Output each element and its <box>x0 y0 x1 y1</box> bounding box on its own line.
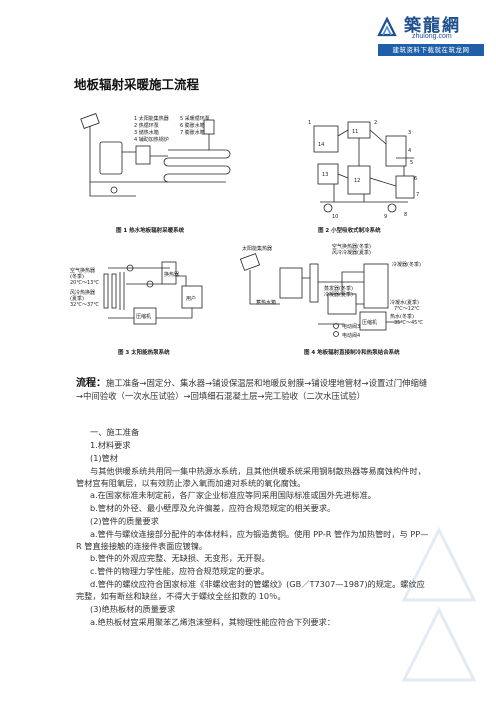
subsection-heading: (2)管件的质量要求 <box>90 516 159 526</box>
paragraph: b.管材的外径、最小壁厚及允许偏差，应符合规范规定的相关要求。 <box>90 503 336 513</box>
fig4-label-chilled-temp: 7℃～12℃ <box>394 306 420 312</box>
fig2-label-13: 13 <box>322 172 328 178</box>
fig2-label-9: 9 <box>384 214 387 220</box>
watermark-icon <box>401 526 477 682</box>
fig1-legend-2: 2 热循环泵 <box>134 122 159 129</box>
site-logo[interactable]: 築龍網 zhulong.com 建筑资料下载就在筑龙网 <box>374 6 486 62</box>
paragraph: a.绝热板材宜采用聚苯乙烯泡沫塑料，其物理性能应符合下列要求： <box>90 617 336 627</box>
fig4-label-hot-temp: 35℃～45℃ <box>394 320 423 326</box>
fig3-label-winter: (冬季) <box>70 273 84 280</box>
fig3-label-user: 用户 <box>186 295 196 302</box>
paragraph: b.管件的外观应完整、无缺损、无变形，无开裂。 <box>90 553 270 563</box>
fig3-label-temp-summer: 32℃～37℃ <box>70 302 99 308</box>
process-flow: 流程：施工准备→固定分、集水器→铺设保温层和地暖反射膜→铺设埋地管材→设置过门伸… <box>76 377 428 402</box>
fig3-label-temp-winter: 20℃～13℃ <box>70 280 99 286</box>
section-heading: 一、施工准备 <box>90 427 140 437</box>
figure-4-caption: 图 4 地板辐射直接制冷和热泵结合系统 <box>304 350 400 356</box>
fig2-label-7: 7 <box>416 192 419 198</box>
figure-3-diagram: 空气换热器 (冬季) 20℃～13℃ 风冷热换器 (夏季) 32℃～37℃ 压缩… <box>70 261 203 325</box>
fig2-label-2: 2 <box>374 120 377 126</box>
fig2-label-14: 14 <box>318 142 324 148</box>
fig4-label-hot-water: 热水(冬季) <box>390 313 414 320</box>
flow-text: 施工准备→固定分、集水器→铺设保温层和地暖反射膜→铺设埋地管材→设置过门伸缩缝→… <box>76 378 428 401</box>
fig4-label-chilled-water: 冷凝水(夏季) <box>390 299 419 306</box>
fig1-legend-1: 1 太阳能集热器 <box>134 115 169 122</box>
subsection-heading: (1)管材 <box>90 453 118 463</box>
flow-lead: 流程： <box>76 378 106 389</box>
paragraph: a.在国家标准未制定前，各厂家企业标准应等同采用国际标准或国外先进标准。 <box>90 490 376 500</box>
fig2-label-12: 12 <box>354 178 360 184</box>
fig2-label-8: 8 <box>404 212 407 218</box>
figure-1-diagram: 1 太阳能集热器 2 热循环泵 3 储热水箱 4 辅助加热锅炉 5 采暖循环泵 … <box>80 113 231 197</box>
fig2-label-6: 6 <box>414 176 417 182</box>
building-icon <box>377 16 397 37</box>
fig2-label-1: 1 <box>308 120 311 126</box>
page-title: 地板辐射采暖施工流程 <box>74 77 200 92</box>
fig3-label-air-hx: 空气换热器 <box>70 267 95 274</box>
fig4-label-compressor: 压缩机 <box>362 319 377 326</box>
fig1-legend-3: 3 储热水箱 <box>134 129 159 136</box>
figure-1: 1 太阳能集热器 2 热循环泵 3 储热水箱 4 辅助加热锅炉 5 采暖循环泵 … <box>76 112 244 224</box>
fig4-label-tank: 蓄热水箱 <box>256 299 276 306</box>
paragraph: a.管件与螺纹连接部分配件的本体材料，应为锻造黄铜。使用 PP-R 管作为加热管… <box>76 529 429 551</box>
figure-2-caption: 图 2 小型吸收式制冷系统 <box>318 228 381 234</box>
fig4-label-air-cond: 风冷冷凝器(夏季) <box>332 249 371 256</box>
paragraph: c.管件的物理力学性能，应符合规范规定的要求。 <box>90 566 270 576</box>
fig4-label-evap: 蒸发器(冬季) <box>324 285 353 292</box>
fig1-legend-6: 6 膨胀水箱 <box>180 122 205 129</box>
logo-slogan: 建筑资料下载就在筑龙网 <box>378 44 484 56</box>
fig4-label-cond-summer: 冷凝器(夏季) <box>324 291 353 298</box>
figure-2-diagram: 14 11 12 13 10 9 8 1 2 3 4 5 6 7 <box>308 120 419 220</box>
fig4-label-solar: 太阳能集热器 <box>242 245 272 252</box>
figure-3: 空气换热器 (冬季) 20℃～13℃ 风冷热换器 (夏季) 32℃～37℃ 压缩… <box>70 248 210 340</box>
figure-4-diagram: 太阳能集热器 空气换热器(冬季) 风冷冷凝器(夏季) 蓄热水箱 蒸发器(冬季) … <box>239 243 423 339</box>
fig1-legend-5: 5 采暖循环泵 <box>180 115 210 122</box>
subsection-heading: 1.材料要求 <box>90 440 131 450</box>
fig2-label-10: 10 <box>332 214 338 220</box>
fig1-legend-7: 7 膨胀水箱 <box>180 129 205 136</box>
logo-site: zhulong.com <box>412 33 452 40</box>
fig3-label-compressor: 压缩机 <box>136 313 151 320</box>
fig2-label-5: 5 <box>410 160 413 166</box>
subsection-heading: (3)绝热板材的质量要求 <box>90 604 176 614</box>
paragraph: 与其他供暖系统共用同一集中热源水系统，且其他供暖系统采用钢制散热器等易腐蚀构件时… <box>76 466 426 488</box>
fig4-label-cond-winter: 冷凝器(冬季) <box>392 261 421 268</box>
fig2-label-4: 4 <box>408 148 411 154</box>
fig1-legend-4: 4 辅助加热锅炉 <box>134 136 169 143</box>
figure-3-caption: 图 3 太阳能热泵系统 <box>118 350 170 356</box>
figure-1-caption: 图 1 热水地板辐射采暖系统 <box>116 228 185 234</box>
fig4-label-valve3: 电动阀3 <box>342 323 360 330</box>
fig3-label-heat-exchanger: 换热器 <box>164 271 179 278</box>
fig2-label-11: 11 <box>352 129 358 135</box>
fig3-label-summer: (夏季) <box>70 295 84 302</box>
logo-name: 築龍網 <box>404 16 461 36</box>
fig4-label-valve4: 电动阀4 <box>342 332 360 339</box>
fig3-label-air-cooled: 风冷热换器 <box>70 289 95 296</box>
figure-4: 太阳能集热器 空气换热器(冬季) 风冷冷凝器(夏季) 蓄热水箱 蒸发器(冬季) … <box>232 242 428 342</box>
paragraph: d.管件的螺纹应符合国家标准《非螺纹密封的管螺纹》(GB／T7307—1987)… <box>76 579 425 601</box>
fig2-label-3: 3 <box>408 130 411 136</box>
fig4-label-air-hx: 空气换热器(冬季) <box>332 243 371 250</box>
figure-2: 14 11 12 13 10 9 8 1 2 3 4 5 6 7 <box>304 116 424 222</box>
